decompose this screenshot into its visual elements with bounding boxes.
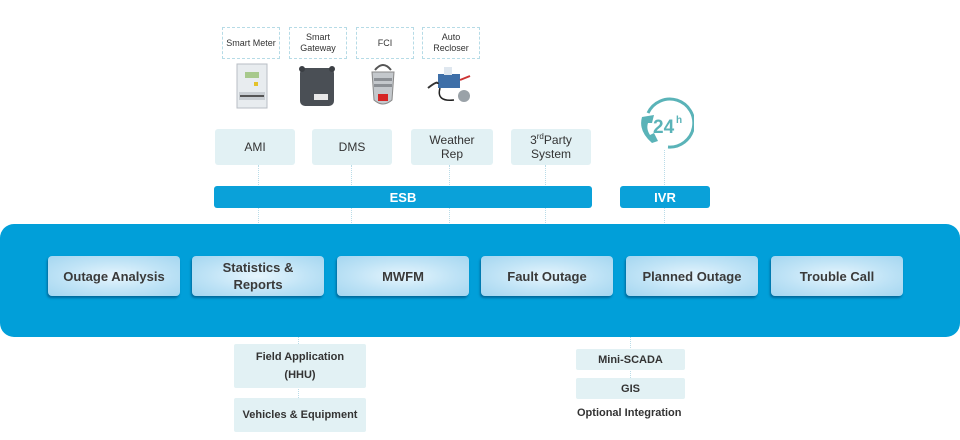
device-label-smart-meter: Smart Meter xyxy=(222,27,280,59)
system-dms-label: DMS xyxy=(338,140,366,154)
module-planned-outage[interactable]: Planned Outage xyxy=(626,256,758,296)
system-weather-rep-label: Weather Rep xyxy=(429,133,475,161)
smart-meter-image xyxy=(236,63,268,109)
ivr-24-text: 24 xyxy=(653,117,675,138)
system-ami: AMI xyxy=(215,129,295,165)
optional-integration-caption: Optional Integration xyxy=(577,407,682,419)
module-statistics-reports[interactable]: Statistics & Reports xyxy=(192,256,324,296)
smart-gateway-image xyxy=(299,66,335,106)
system-dms: DMS xyxy=(312,129,392,165)
ivr-h-text: h xyxy=(676,115,682,126)
ivr-label: IVR xyxy=(654,189,676,205)
module-outage-analysis[interactable]: Outage Analysis xyxy=(48,256,180,296)
system-ami-label: AMI xyxy=(244,140,266,154)
module-trouble-call[interactable]: Trouble Call xyxy=(771,256,903,296)
device-label-fci: FCI xyxy=(356,27,414,59)
system-3rd-party-label: 3rdParty System xyxy=(530,132,572,162)
gis-box: GIS xyxy=(576,378,685,399)
system-weather-rep: Weather Rep xyxy=(411,129,493,165)
esb-label: ESB xyxy=(389,189,417,205)
fci-image xyxy=(371,64,395,105)
auto-recloser-image xyxy=(427,67,471,102)
module-mwfm[interactable]: MWFM xyxy=(337,256,469,296)
module-fault-outage[interactable]: Fault Outage xyxy=(481,256,613,296)
mini-scada-box: Mini-SCADA xyxy=(576,349,685,370)
field-application-box: Field Application (HHU) xyxy=(234,344,366,388)
esb-bus: ESB xyxy=(214,186,592,208)
device-label-auto-recloser: Auto Recloser xyxy=(422,27,480,59)
system-3rd-party: 3rdParty System xyxy=(511,129,591,165)
phone-24h-icon: 24 h xyxy=(641,97,694,149)
ivr-bus: IVR xyxy=(620,186,710,208)
vehicles-equipment-box: Vehicles & Equipment xyxy=(234,398,366,432)
device-label-smart-gateway: Smart Gateway xyxy=(289,27,347,59)
